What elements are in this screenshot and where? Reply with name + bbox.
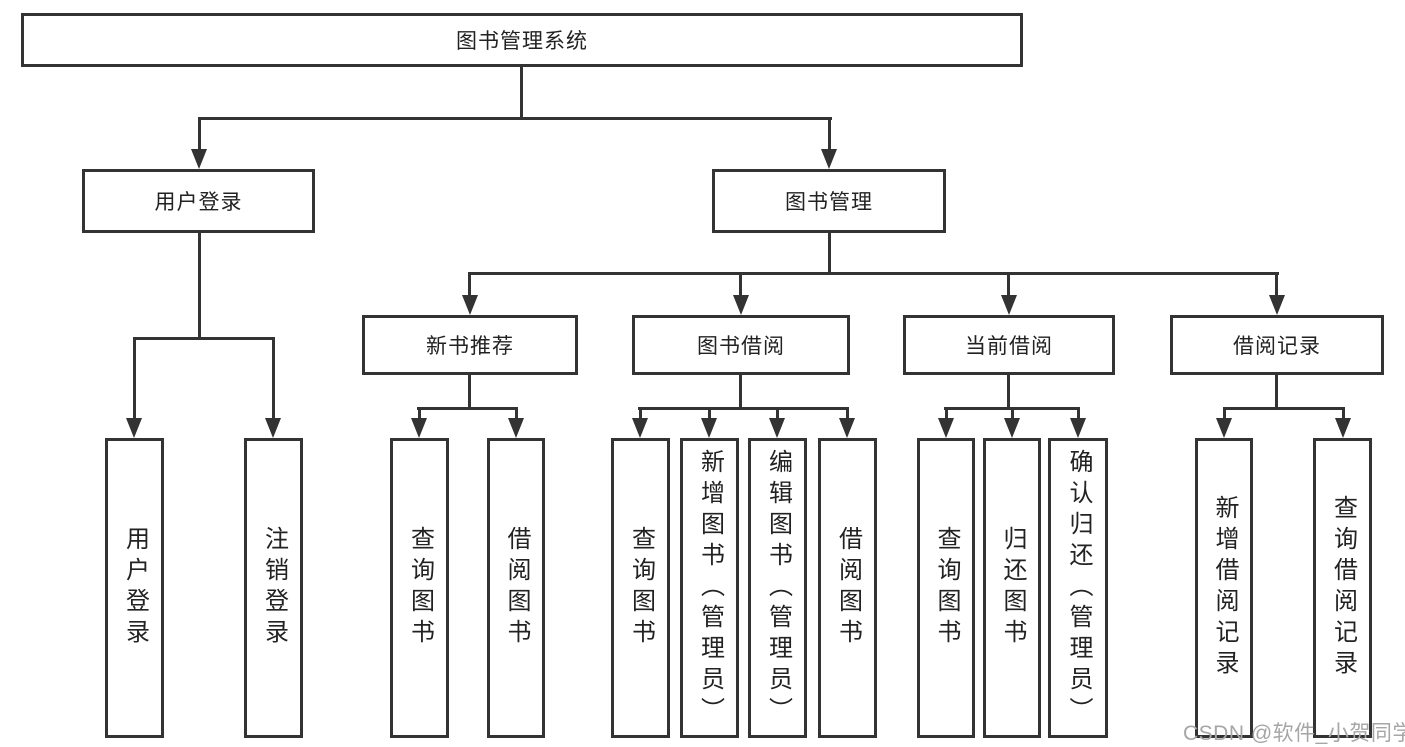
connector-line [1275,272,1278,300]
leaf-query-borrow-record-label: 查询借阅记录 [1329,495,1357,681]
leaf-borrow-books-recommend: 借阅图书 [487,438,545,738]
connector-line [198,233,201,337]
arrowhead [462,295,478,315]
leaf-borrow-books: 借阅图书 [818,438,877,738]
arrowhead [1216,418,1232,438]
arrowhead [1269,295,1285,315]
leaf-query-books-current: 查询图书 [917,438,975,738]
connector-line [638,407,849,410]
arrowhead [191,149,207,169]
leaf-user-login: 用户登录 [105,438,164,738]
connector-line [1007,375,1010,407]
node-current-borrow: 当前借阅 [903,315,1115,375]
leaf-logout-label: 注销登录 [260,526,288,650]
connector-line [828,117,831,152]
leaf-add-borrow-record: 新增借阅记录 [1195,438,1253,738]
connector-line [739,375,742,407]
node-new-book-recommend-label: 新书推荐 [426,335,514,358]
arrowhead [733,295,749,315]
connector-line [639,407,642,421]
connector-line [776,407,779,421]
leaf-query-books-recommend: 查询图书 [390,438,449,738]
watermark-text: CSDN @软件_小贺同学 [1183,722,1405,745]
connector-line [198,117,832,120]
connector-line [468,375,471,407]
arrowhead [1070,418,1086,438]
node-current-borrow-label: 当前借阅 [965,335,1053,358]
connector-line [708,407,711,421]
connector-line [1223,407,1344,410]
arrowhead [411,418,427,438]
connector-line [828,233,831,272]
leaf-confirm-return-admin-label: 确认归还（管理员） [1065,448,1092,728]
node-book-management: 图书管理 [712,169,946,233]
leaf-user-login-label: 用户登录 [121,526,149,650]
node-user-login: 用户登录 [82,169,315,233]
arrowhead [1335,418,1351,438]
leaf-return-books: 归还图书 [983,438,1041,738]
connector-line [846,407,849,421]
leaf-borrow-books-label: 借阅图书 [834,526,862,650]
leaf-query-books-borrow: 查询图书 [611,438,670,738]
leaf-borrow-books-recommend-label: 借阅图书 [503,526,530,650]
connector-line [1077,407,1080,421]
connector-line [1011,407,1014,421]
arrowhead [839,418,855,438]
arrowhead [632,418,648,438]
node-root-system: 图书管理系统 [21,13,1023,67]
leaf-return-books-label: 归还图书 [999,526,1026,650]
connector-line [133,337,136,421]
connector-line [272,337,275,421]
node-borrow-records-label: 借阅记录 [1233,335,1321,358]
arrowhead [126,418,142,438]
arrowhead [1004,418,1020,438]
node-root-label: 图书管理系统 [456,30,588,53]
node-book-management-label: 图书管理 [785,191,873,214]
leaf-add-borrow-record-label: 新增借阅记录 [1211,495,1238,681]
leaf-query-borrow-record: 查询借阅记录 [1313,438,1372,738]
node-book-borrow-label: 图书借阅 [697,335,785,358]
node-new-book-recommend: 新书推荐 [362,315,578,375]
connector-line [198,117,201,152]
leaf-add-books-admin-label: 新增图书（管理员） [696,448,724,728]
leaf-add-books-admin: 新增图书（管理员） [680,438,739,738]
arrowhead [821,149,837,169]
leaf-query-books-recommend-label: 查询图书 [406,526,434,650]
connector-line [417,407,518,410]
arrowhead [265,418,281,438]
arrowhead [701,418,717,438]
connector-line [945,407,948,421]
leaf-edit-books-admin: 编辑图书（管理员） [748,438,807,738]
connector-line [1342,407,1345,421]
arrowhead [938,418,954,438]
connector-line [418,407,421,421]
connector-line [133,337,275,340]
leaf-query-books-current-label: 查询图书 [933,526,960,650]
arrowhead [1001,295,1017,315]
leaf-edit-books-admin-label: 编辑图书（管理员） [764,448,792,728]
connector-line [739,272,742,300]
connector-line [1007,272,1010,300]
connector-line [1275,375,1278,407]
leaf-confirm-return-admin: 确认归还（管理员） [1048,438,1108,738]
leaf-logout: 注销登录 [244,438,303,738]
connector-line [1223,407,1226,421]
arrowhead [508,418,524,438]
leaf-query-books-borrow-label: 查询图书 [627,526,655,650]
node-book-borrow: 图书借阅 [632,315,850,375]
node-borrow-records: 借阅记录 [1170,315,1384,375]
node-user-login-label: 用户登录 [154,191,243,214]
connector-line [468,272,1279,275]
connector-line [468,272,471,300]
connector-line [520,67,523,117]
connector-line [515,407,518,421]
arrowhead [769,418,785,438]
